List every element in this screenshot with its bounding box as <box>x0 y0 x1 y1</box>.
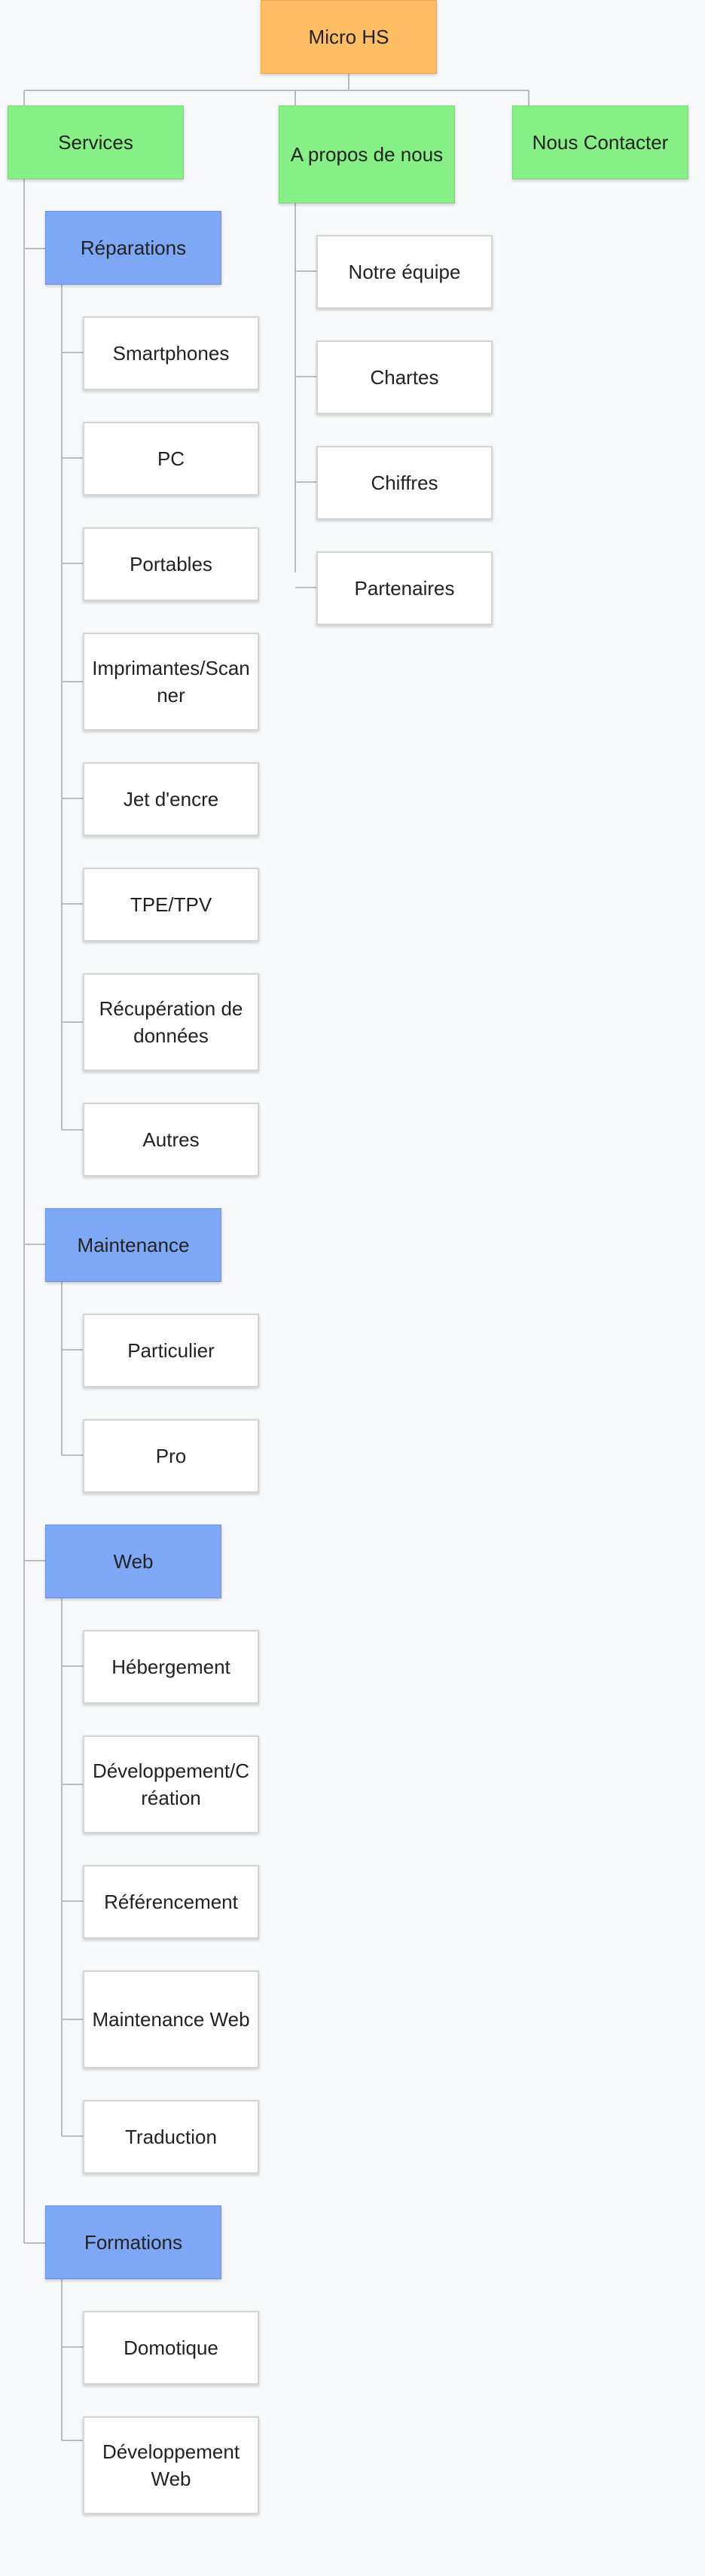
node-notre-equipe[interactable]: Notre équipe <box>316 235 493 309</box>
web-label: Web <box>113 1550 154 1573</box>
node-jet-d-encre[interactable]: Jet d'encre <box>83 762 259 836</box>
node-web[interactable]: Web <box>45 1525 221 1598</box>
autres-label: Autres <box>142 1128 200 1151</box>
node-pc[interactable]: PC <box>83 422 259 496</box>
node-autres[interactable]: Autres <box>83 1103 259 1177</box>
referencement-label: Référencement <box>104 1891 238 1913</box>
node-services[interactable]: Services <box>8 105 184 179</box>
a-propos-label: A propos de nous <box>290 143 444 166</box>
particulier-label: Particulier <box>127 1339 215 1362</box>
services-label: Services <box>58 131 133 154</box>
nous-contacter-label: Nous Contacter <box>532 131 669 154</box>
node-portables[interactable]: Portables <box>83 527 259 601</box>
recuperation-label: Récupération de données <box>99 997 243 1047</box>
pro-label: Pro <box>155 1445 187 1467</box>
node-formations[interactable]: Formations <box>45 2205 221 2279</box>
node-smartphones[interactable]: Smartphones <box>83 316 259 390</box>
domotique-label: Domotique <box>124 2336 218 2359</box>
developpement-creation-label: Développement/Création <box>92 1760 250 1809</box>
node-chartes[interactable]: Chartes <box>316 340 493 414</box>
traduction-label: Traduction <box>125 2126 217 2148</box>
notre-equipe-label: Notre équipe <box>348 261 461 283</box>
node-partenaires[interactable]: Partenaires <box>316 551 493 625</box>
root-node[interactable]: Micro HS <box>261 0 437 74</box>
node-reparations[interactable]: Réparations <box>45 211 221 285</box>
partenaires-label: Partenaires <box>354 577 455 600</box>
node-chiffres[interactable]: Chiffres <box>316 446 493 520</box>
portables-label: Portables <box>130 553 212 575</box>
node-nous-contacter[interactable]: Nous Contacter <box>512 105 688 179</box>
node-referencement[interactable]: Référencement <box>83 1865 259 1939</box>
reparations-label: Réparations <box>80 237 187 259</box>
root-label: Micro HS <box>308 26 389 48</box>
chartes-label: Chartes <box>370 366 439 389</box>
node-traduction[interactable]: Traduction <box>83 2100 259 2174</box>
node-imprimantes-scanner[interactable]: Imprimantes/Scanner <box>83 633 259 731</box>
node-developpement-web[interactable]: Développement Web <box>83 2416 259 2514</box>
node-a-propos[interactable]: A propos de nous <box>279 105 455 203</box>
developpement-web-label: Développement Web <box>102 2440 240 2490</box>
node-maintenance[interactable]: Maintenance <box>45 1208 221 1282</box>
maintenance-label: Maintenance <box>77 1234 190 1256</box>
node-tpe-tpv[interactable]: TPE/TPV <box>83 868 259 942</box>
node-maintenance-web[interactable]: Maintenance Web <box>83 1970 259 2068</box>
node-hebergement[interactable]: Hébergement <box>83 1630 259 1704</box>
node-particulier[interactable]: Particulier <box>83 1314 259 1387</box>
formations-label: Formations <box>84 2231 183 2254</box>
node-domotique[interactable]: Domotique <box>83 2311 259 2385</box>
maintenance-web-label: Maintenance Web <box>92 2008 250 2031</box>
pc-label: PC <box>157 447 185 470</box>
smartphones-label: Smartphones <box>112 342 230 365</box>
jet-d-encre-label: Jet d'encre <box>123 788 219 810</box>
imprimantes-scanner-label: Imprimantes/Scanner <box>92 657 250 707</box>
node-recuperation-de-donnees[interactable]: Récupération de données <box>83 973 259 1071</box>
node-developpement-creation[interactable]: Développement/Création <box>83 1735 259 1833</box>
chiffres-label: Chiffres <box>371 472 438 494</box>
hebergement-label: Hébergement <box>111 1656 230 1678</box>
tpe-tpv-label: TPE/TPV <box>130 893 212 916</box>
node-pro[interactable]: Pro <box>83 1419 259 1493</box>
